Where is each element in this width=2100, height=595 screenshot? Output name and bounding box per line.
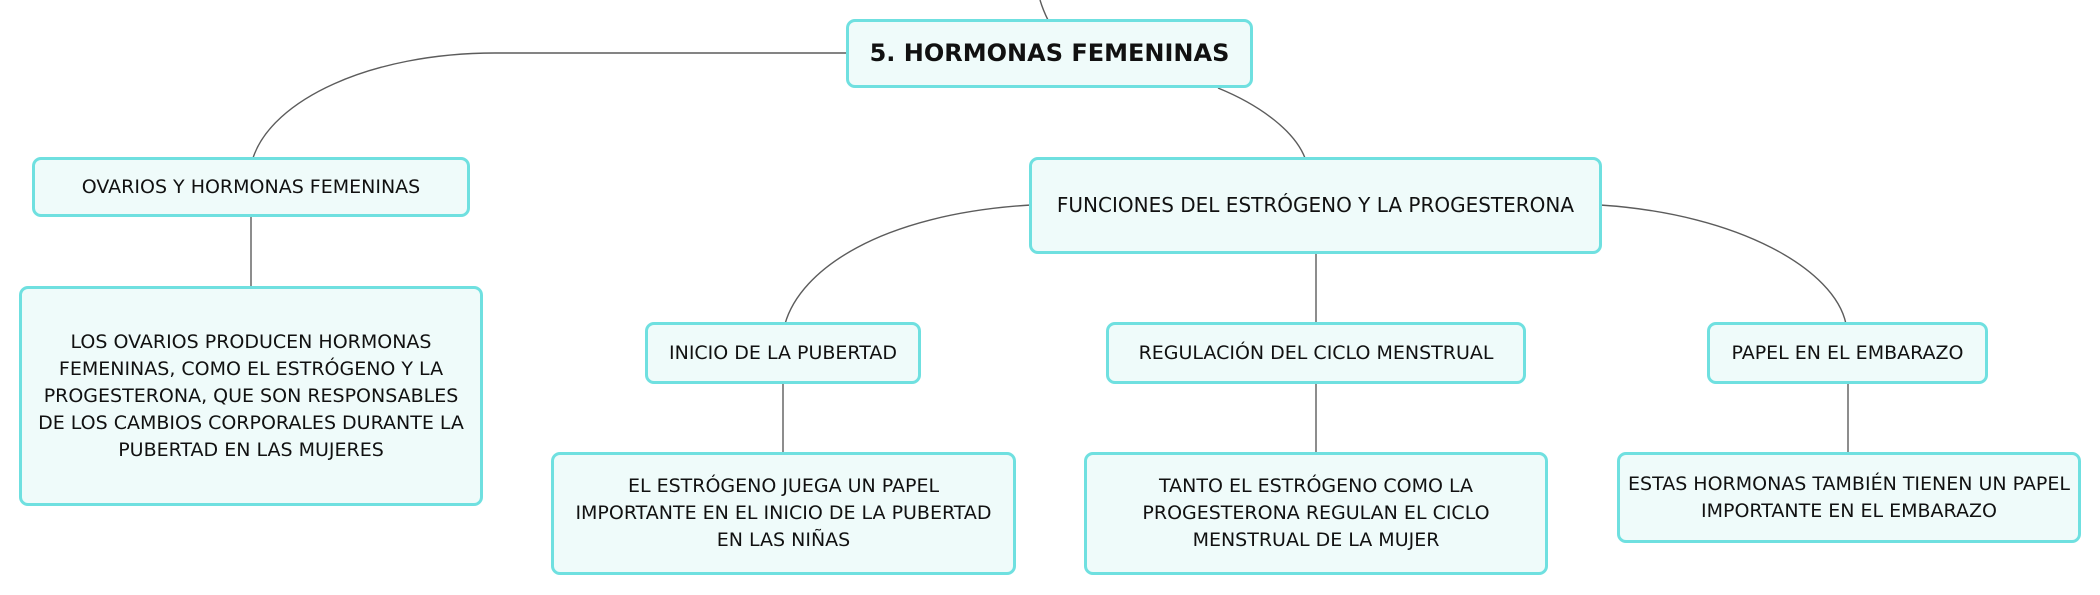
subtopic-ciclo-menstrual[interactable]: REGULACIÓN DEL CICLO MENSTRUAL bbox=[1106, 322, 1526, 384]
topic-ovarios[interactable]: OVARIOS Y HORMONAS FEMENINAS bbox=[32, 157, 470, 217]
detail-ovarios-text: LOS OVARIOS PRODUCEN HORMONAS FEMENINAS,… bbox=[38, 330, 464, 461]
subtopic-embarazo[interactable]: PAPEL EN EL EMBARAZO bbox=[1707, 322, 1988, 384]
topic-funciones[interactable]: FUNCIONES DEL ESTRÓGENO Y LA PROGESTERON… bbox=[1029, 157, 1602, 254]
connector-funciones-pubertad bbox=[784, 204, 1032, 325]
connector-root-funciones bbox=[1217, 87, 1306, 159]
connector-root-top bbox=[1039, 0, 1049, 21]
root-topic-label: 5. HORMONAS FEMENINAS bbox=[869, 39, 1230, 67]
detail-ciclo-menstrual[interactable]: TANTO EL ESTRÓGENO COMO LA PROGESTERONA … bbox=[1084, 452, 1548, 575]
subtopic-ciclo-menstrual-label: REGULACIÓN DEL CICLO MENSTRUAL bbox=[1138, 341, 1494, 364]
connector-root-ovarios bbox=[252, 52, 848, 159]
subtopic-embarazo-label: PAPEL EN EL EMBARAZO bbox=[1731, 341, 1964, 364]
subtopic-pubertad[interactable]: INICIO DE LA PUBERTAD bbox=[645, 322, 921, 384]
detail-embarazo[interactable]: ESTAS HORMONAS TAMBIÉN TIENEN UN PAPEL I… bbox=[1617, 452, 2081, 543]
detail-ovarios[interactable]: LOS OVARIOS PRODUCEN HORMONAS FEMENINAS,… bbox=[19, 286, 483, 506]
detail-embarazo-text: ESTAS HORMONAS TAMBIÉN TIENEN UN PAPEL I… bbox=[1628, 472, 2070, 522]
detail-pubertad-text: EL ESTRÓGENO JUEGA UN PAPEL IMPORTANTE E… bbox=[575, 475, 992, 551]
subtopic-pubertad-label: INICIO DE LA PUBERTAD bbox=[669, 341, 897, 364]
detail-pubertad[interactable]: EL ESTRÓGENO JUEGA UN PAPEL IMPORTANTE E… bbox=[551, 452, 1016, 575]
topic-funciones-label: FUNCIONES DEL ESTRÓGENO Y LA PROGESTERON… bbox=[1056, 193, 1575, 217]
detail-ciclo-menstrual-text: TANTO EL ESTRÓGENO COMO LA PROGESTERONA … bbox=[1142, 475, 1490, 551]
connector-funciones-embarazo bbox=[1599, 204, 1847, 325]
root-topic[interactable]: 5. HORMONAS FEMENINAS bbox=[846, 19, 1253, 88]
topic-ovarios-label: OVARIOS Y HORMONAS FEMENINAS bbox=[81, 175, 421, 198]
